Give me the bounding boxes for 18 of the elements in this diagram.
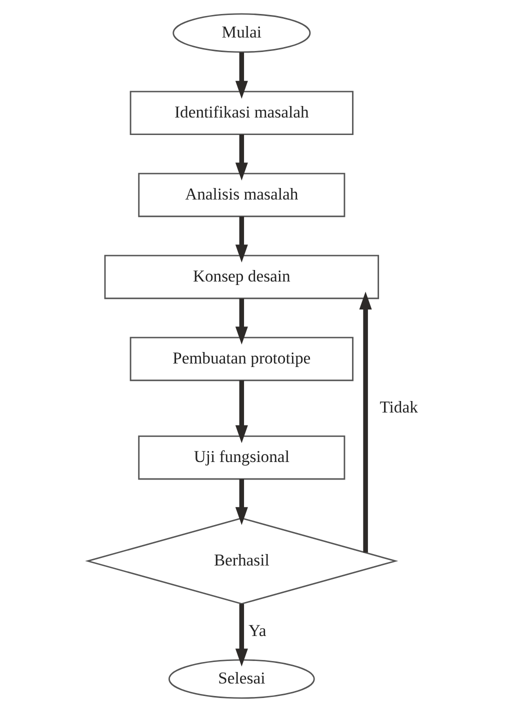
node-diamond: Berhasil <box>84 517 398 605</box>
arrow <box>234 380 248 444</box>
edge-label: Ya <box>248 621 266 640</box>
arrow <box>234 216 248 262</box>
arrow <box>234 134 248 180</box>
node-ellipse: Mulai <box>172 13 310 53</box>
arrow <box>234 298 248 344</box>
arrow <box>234 479 248 526</box>
arrow <box>234 604 248 667</box>
node-ellipse: Selesai <box>168 659 314 699</box>
node-box: Pembuatan prototipe <box>129 336 353 382</box>
arrow <box>358 292 372 552</box>
node-box: Identifikasi masalah <box>129 90 353 136</box>
edge-label: Tidak <box>379 398 418 417</box>
arrow <box>234 52 248 99</box>
node-box: Konsep desain <box>104 254 379 300</box>
node-box: Analisis masalah <box>138 172 345 218</box>
node-box: Uji fungsional <box>138 436 345 480</box>
